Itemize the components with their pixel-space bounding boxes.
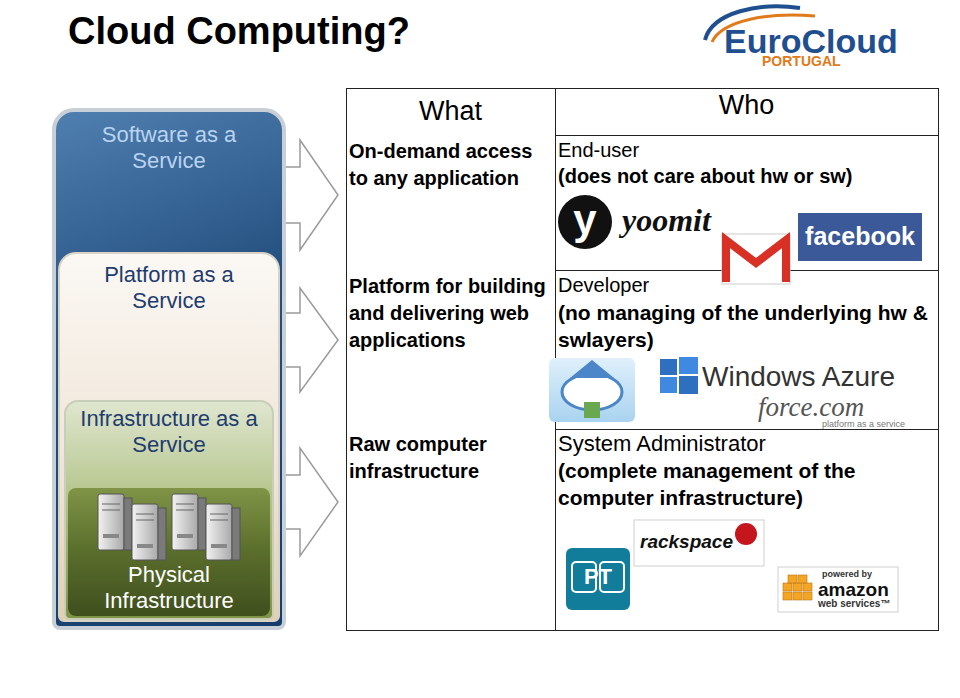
label-text: (complete management of the computer inf… bbox=[558, 457, 935, 511]
label-text: On-demand access to any application bbox=[349, 138, 549, 192]
label-text: PT bbox=[566, 563, 630, 591]
layer-label: Software as a Service bbox=[74, 112, 264, 174]
label-text: Windows Azure bbox=[702, 359, 934, 394]
label-text: (no managing of the underlying hw & swla… bbox=[558, 299, 935, 353]
label-text: platform as a service bbox=[822, 419, 932, 430]
label-text: Platform for building and delivering web… bbox=[349, 273, 549, 354]
label-text: rackspace bbox=[640, 530, 740, 554]
label-text: yoomit bbox=[622, 200, 732, 240]
label-text: Developer bbox=[558, 273, 928, 298]
label-text: System Administrator bbox=[558, 430, 935, 458]
label-text: facebook bbox=[798, 221, 922, 252]
title: Cloud Computing? bbox=[68, 10, 410, 53]
layer-box: Platform as a ServiceInfrastructure as a… bbox=[58, 252, 280, 622]
label-text: powered by bbox=[822, 569, 894, 580]
label-text: What bbox=[346, 94, 555, 128]
layer-box: Infrastructure as a ServicePhysical Infr… bbox=[64, 400, 274, 620]
label-text: PORTUGAL bbox=[762, 52, 882, 70]
label-text: End-user bbox=[558, 138, 928, 163]
label-text: (does not care about hw or sw) bbox=[558, 164, 933, 189]
label-text: force.com bbox=[758, 390, 878, 424]
label-text: y bbox=[558, 194, 612, 246]
label-text: web services™ bbox=[818, 597, 896, 610]
layer-label: Physical Infrastructure bbox=[69, 562, 269, 614]
label-text: Raw computer infrastructure bbox=[349, 431, 549, 485]
layer-stack: Software as a ServicePlatform as a Servi… bbox=[52, 108, 286, 630]
layer-label: Infrastructure as a Service bbox=[67, 402, 271, 458]
label-text: Who bbox=[555, 88, 938, 122]
layer-label: Platform as a Service bbox=[79, 254, 259, 314]
